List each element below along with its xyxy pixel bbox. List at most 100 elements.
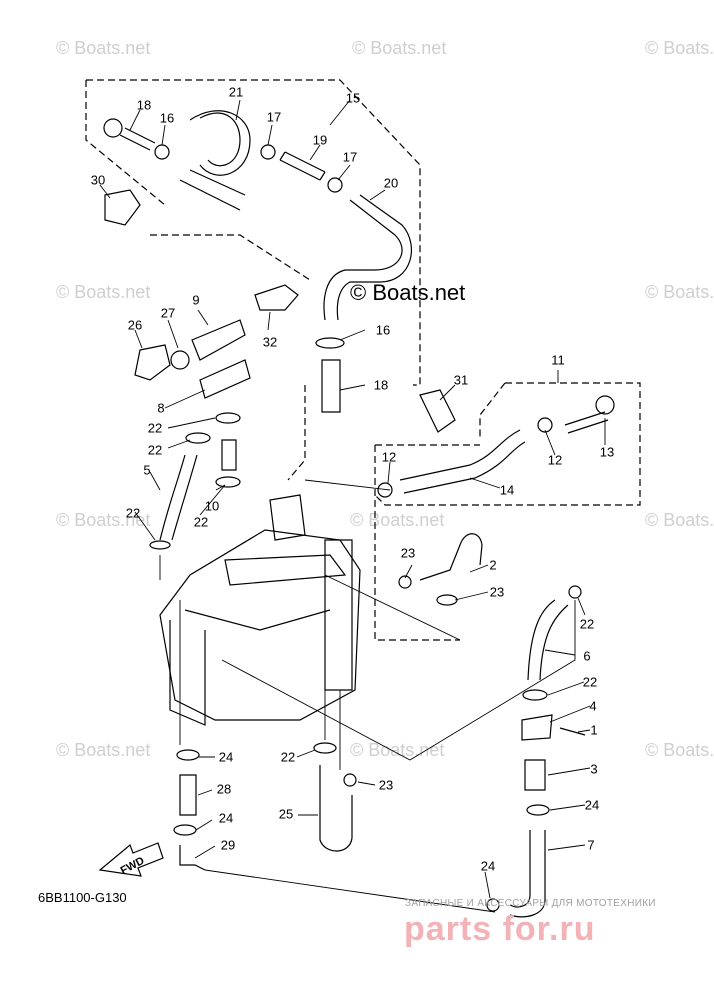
leader-lines [99,99,606,913]
hose-7 [509,830,546,918]
watermark: © Boats.net [56,510,151,530]
clip-12 [377,482,393,498]
callout-18: 18 [373,377,389,393]
joint-18-flange [103,118,123,138]
clip-27 [170,350,190,370]
joint-18 [321,359,341,413]
callout-24: 24 [480,858,496,874]
clip-22 [185,432,211,444]
watermark: © Boats.net [352,38,447,58]
clip-12 [537,417,553,433]
callout-32: 32 [262,334,278,350]
callout-4: 4 [589,698,597,714]
callout-27: 27 [160,305,176,321]
hose-5 [159,454,198,541]
hose-14 [399,429,521,481]
callout-3: 3 [590,761,598,777]
callout-11: 11 [551,352,565,368]
callout-28: 28 [216,781,232,797]
footer-logo: parts for.ru [404,910,596,948]
holder-30 [104,189,141,226]
joint-8 [199,359,251,399]
vapor-separator-body [159,494,361,726]
clip-24 [173,824,197,836]
footer-caption: ЗАПАСНЫЕ И АКСЕССУАРЫ ДЛЯ МОТОТЕХНИКИ [405,898,656,909]
fwd-arrow [98,842,164,877]
holder-32 [254,284,299,311]
callout-22: 22 [147,420,163,436]
callout-1: 1 [590,722,598,738]
hose-6 [527,599,569,681]
clip-22 [313,742,337,754]
joint-29 [179,845,206,871]
clip-17 [260,144,276,160]
group-outline-11 [374,382,641,641]
callout-24: 24 [218,810,234,826]
callout-8: 8 [157,400,165,416]
callout-24: 24 [218,749,234,765]
hose-21 [179,110,251,211]
diagram-code: 6BB1100-G130 [38,890,127,905]
callout-29: 29 [220,837,236,853]
holder-26 [134,344,171,381]
callout-26: 26 [127,317,143,333]
clip-16 [315,337,345,349]
callout-31: 31 [453,372,469,388]
watermark: © Boats.net [56,38,151,58]
callout-22: 22 [147,442,163,458]
callout-2: 2 [489,557,497,573]
clip-22 [215,412,241,424]
callout-15: 15 [345,90,361,106]
callout-24: 24 [584,797,600,813]
callout-30: 30 [90,172,106,188]
hose-25 [319,765,353,852]
clip-23 [398,575,412,589]
callout-21: 21 [228,84,244,100]
joint-13-head [595,395,615,415]
callout-9: 9 [192,292,200,308]
hose-28 [179,774,197,816]
bolt-1 [559,727,586,736]
callout-23: 23 [378,777,394,793]
callout-19: 19 [312,132,328,148]
watermark: © Boats.net [56,282,151,302]
callout-12: 12 [381,449,397,465]
clip-17 [327,177,343,193]
watermark: © Boats.net [56,740,151,760]
joint-10 [221,439,237,471]
callout-16: 16 [159,110,175,126]
clip-16 [154,144,170,160]
callout-25: 25 [278,806,294,822]
hose-2 [419,533,483,581]
clip-23 [436,594,458,606]
joint-19 [279,151,326,181]
watermark: © Boats.net [645,282,714,302]
clip-23 [343,773,357,787]
callout-22: 22 [579,616,595,632]
clip-22 [568,585,582,599]
center-watermark: © Boats.net [350,280,466,305]
callout-17: 17 [342,149,358,165]
callout-6: 6 [583,648,591,664]
fuel-filter-3 [524,759,546,791]
clip-24 [486,898,500,912]
clip-24 [526,804,550,816]
clip-22 [149,540,171,550]
watermark: © Boats.net [645,740,714,760]
joint-18 [119,127,156,151]
callout-12: 12 [547,452,563,468]
clip-4 [521,714,553,741]
holder-31 [419,389,456,433]
clip-22 [522,689,548,701]
callout-23: 23 [400,545,416,561]
watermark: © Boats.net [645,38,714,58]
callout-7: 7 [587,837,595,853]
joint-13 [564,411,609,434]
callout-13: 13 [599,444,615,460]
callout-22: 22 [193,514,209,530]
callout-22: 22 [125,505,141,521]
callout-16: 16 [375,322,391,338]
hose-14-edge [403,441,526,494]
